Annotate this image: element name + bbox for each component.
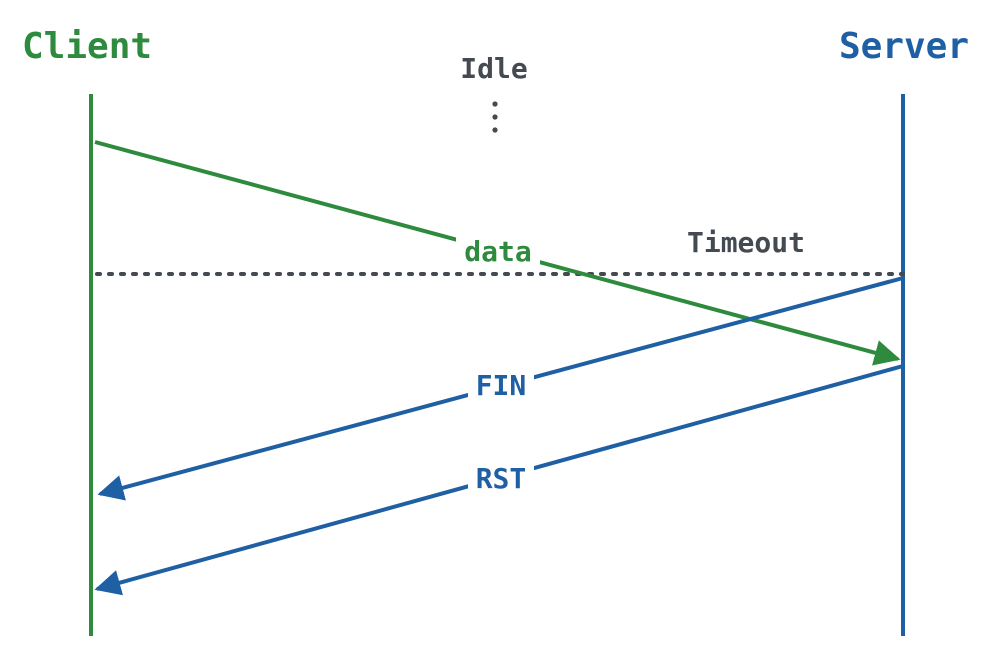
timeout-label: Timeout bbox=[687, 226, 805, 259]
rst-message-label: RST bbox=[476, 462, 527, 495]
idle-label: Idle bbox=[460, 52, 527, 85]
data-message-label: data bbox=[464, 235, 531, 268]
client-label: Client bbox=[22, 26, 152, 67]
server-label: Server bbox=[839, 26, 969, 67]
fin-message-label: FIN bbox=[476, 369, 527, 402]
idle-ellipsis-icon bbox=[492, 101, 498, 133]
